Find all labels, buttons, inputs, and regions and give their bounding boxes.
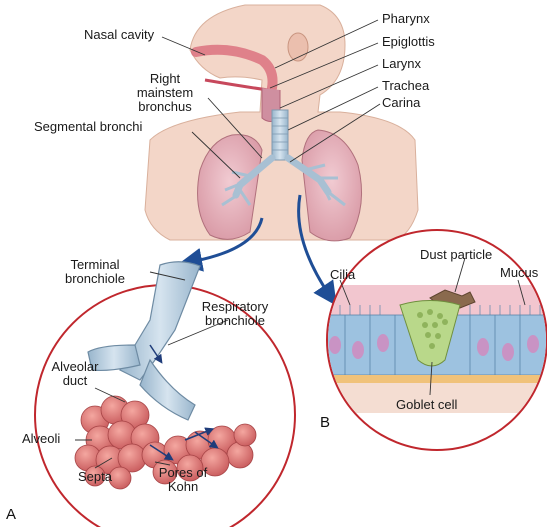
label-goblet-cell: Goblet cell — [396, 398, 457, 412]
label-alveolar-duct-1: Alveolar — [40, 360, 110, 374]
label-right-mainstem-2: mainstem — [120, 86, 210, 100]
label-pores-of-kohn-2: Kohn — [148, 480, 218, 494]
label-larynx: Larynx — [382, 57, 421, 71]
label-nasal-cavity: Nasal cavity — [84, 28, 154, 42]
label-terminal-bronchiole-1: Terminal — [40, 258, 150, 272]
label-cilia: Cilia — [330, 268, 355, 282]
label-dust-particle: Dust particle — [420, 248, 492, 262]
panel-a-label: A — [6, 506, 16, 523]
label-respiratory-bronchiole-1: Respiratory — [190, 300, 280, 314]
label-right-mainstem-1: Right — [120, 72, 210, 86]
label-terminal-bronchiole-2: bronchiole — [40, 272, 150, 286]
panel-b-label: B — [320, 414, 330, 431]
label-alveolar-duct-2: duct — [40, 374, 110, 388]
label-segmental-bronchi: Segmental bronchi — [34, 120, 142, 134]
label-mucus: Mucus — [500, 266, 538, 280]
label-respiratory-bronchiole-2: bronchiole — [190, 314, 280, 328]
label-pharynx: Pharynx — [382, 12, 430, 26]
label-septa: Septa — [78, 470, 112, 484]
label-alveoli: Alveoli — [22, 432, 60, 446]
label-right-mainstem-3: bronchus — [120, 100, 210, 114]
label-epiglottis: Epiglottis — [382, 35, 435, 49]
label-pores-of-kohn-1: Pores of — [148, 466, 218, 480]
label-trachea: Trachea — [382, 79, 429, 93]
epithelium-cross-section — [320, 285, 547, 413]
label-carina: Carina — [382, 96, 420, 110]
